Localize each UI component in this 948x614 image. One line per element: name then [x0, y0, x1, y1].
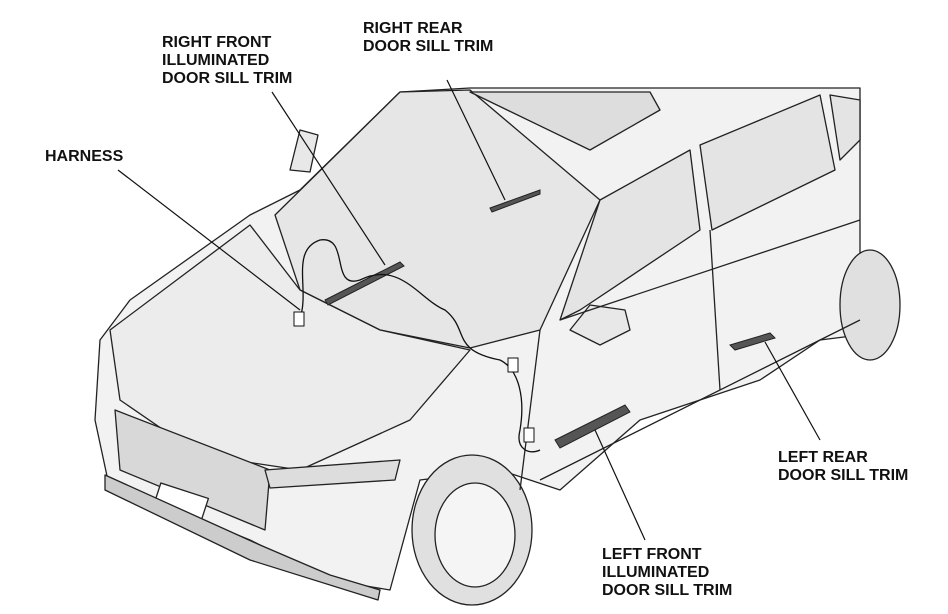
harness: [299, 239, 541, 453]
left-front-sill-trim: [554, 404, 631, 449]
front-side-window: [559, 149, 701, 321]
rear-quarter-window: [829, 94, 861, 161]
right-mirror: [289, 129, 319, 173]
left-rear-sill-trim: [729, 332, 776, 351]
right-rear-sill-trim: [489, 189, 541, 213]
sunroof: [469, 91, 661, 151]
label-right-rear-door-sill-trim: RIGHT REAR DOOR SILL TRIM: [363, 20, 494, 55]
left-mirror: [569, 304, 631, 346]
rear-wheel: [839, 249, 901, 361]
label-right-front-illuminated-door-sill-trim: RIGHT FRONT ILLUMINATED DOOR SILL TRIM: [162, 34, 293, 87]
label-left-front-illuminated-door-sill-trim: LEFT FRONT ILLUMINATED DOOR SILL TRIM: [602, 546, 733, 599]
grille: [114, 409, 271, 531]
rear-side-window: [699, 94, 836, 231]
label-harness: HARNESS: [45, 148, 124, 165]
headlight: [264, 459, 401, 489]
leader-lines: [117, 79, 821, 541]
lower-grille: [104, 474, 381, 601]
label-left-rear-door-sill-trim: LEFT REAR DOOR SILL TRIM: [778, 449, 909, 484]
